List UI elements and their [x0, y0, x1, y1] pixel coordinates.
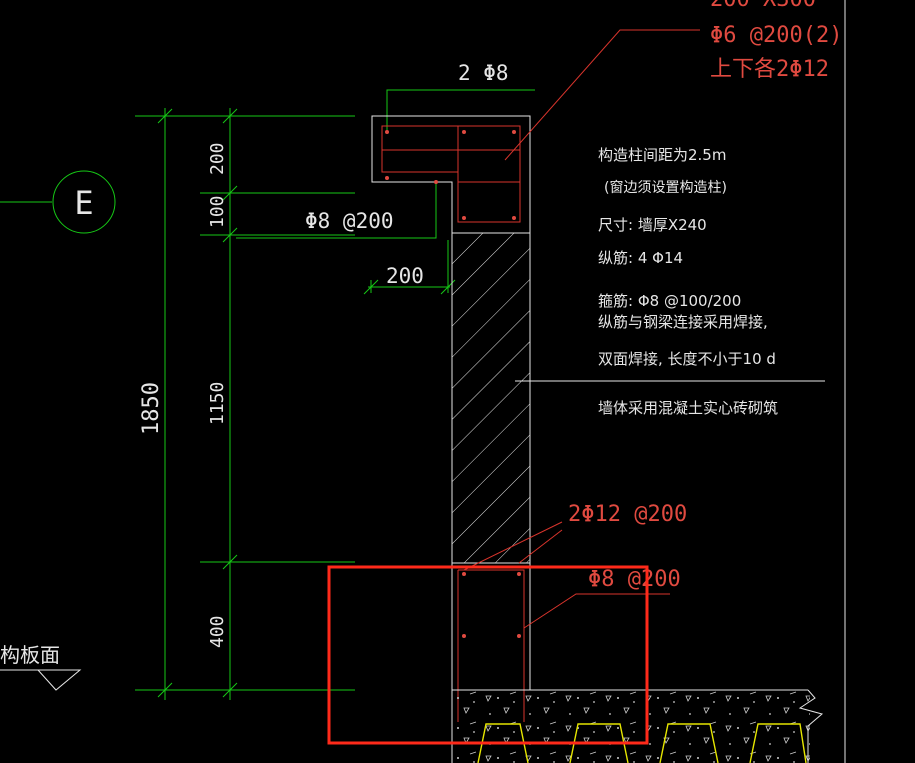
note-8: 墙体采用混凝土实心砖砌筑 [598, 399, 778, 417]
top-beam [371, 115, 531, 234]
slab-level: 构板面 [0, 643, 82, 691]
beam-size-label: 200 X300 [710, 0, 816, 12]
slab-label: 构板面 [0, 643, 60, 667]
dimension-lines [135, 108, 355, 700]
dim-100: 100 [207, 195, 228, 228]
beam-callout: 200 X300 Φ6 @200(2) 上下各2Φ12 [504, 0, 842, 161]
beam-bars-label: 上下各2Φ12 [710, 57, 829, 82]
highlight-box [327, 565, 649, 745]
dim-400: 400 [207, 615, 228, 648]
dim-200: 200 [207, 142, 228, 175]
beam-stirrup-label: Φ6 @200(2) [710, 23, 842, 48]
note-4: 纵筋: 4 Φ14 [598, 249, 683, 267]
bottom-bars-callout: 2Φ12 @200 [463, 502, 687, 571]
note-2: (窗边须设置构造柱) [604, 179, 727, 196]
notes: 构造柱间距为2.5m (窗边须设置构造柱) 尺寸: 墙厚X240 纵筋: 4 Φ… [598, 146, 778, 417]
stirrup-left-label: Φ8 @200 [305, 209, 394, 233]
note-3: 尺寸: 墙厚X240 [598, 216, 707, 234]
bottom-stirrup-label: Φ8 @200 [588, 567, 681, 592]
note-5: 箍筋: Φ8 @100/200 [598, 292, 741, 310]
note-6: 纵筋与钢梁连接采用焊接, [598, 313, 768, 331]
width-200-label: 200 [386, 264, 424, 288]
brick-wall [451, 232, 531, 564]
top-bar-callout: 2 Φ8 [386, 61, 535, 132]
stirrup-left-callout: Φ8 @200 [236, 182, 437, 239]
floor-slab [451, 689, 824, 763]
top-bar-label: 2 Φ8 [458, 61, 509, 85]
note-7: 双面焊接, 长度不小于10 d [598, 350, 776, 368]
dim-1150: 1150 [207, 382, 228, 425]
width-dimension: 200 [363, 240, 456, 295]
grid-axis-e: E [0, 170, 116, 234]
bottom-bars-label: 2Φ12 @200 [568, 502, 687, 527]
bottom-stirrup-callout: Φ8 @200 [523, 567, 681, 629]
dim-total: 1850 [139, 382, 164, 435]
grid-axis-label: E [74, 184, 93, 222]
note-1: 构造柱间距为2.5m [598, 146, 726, 164]
